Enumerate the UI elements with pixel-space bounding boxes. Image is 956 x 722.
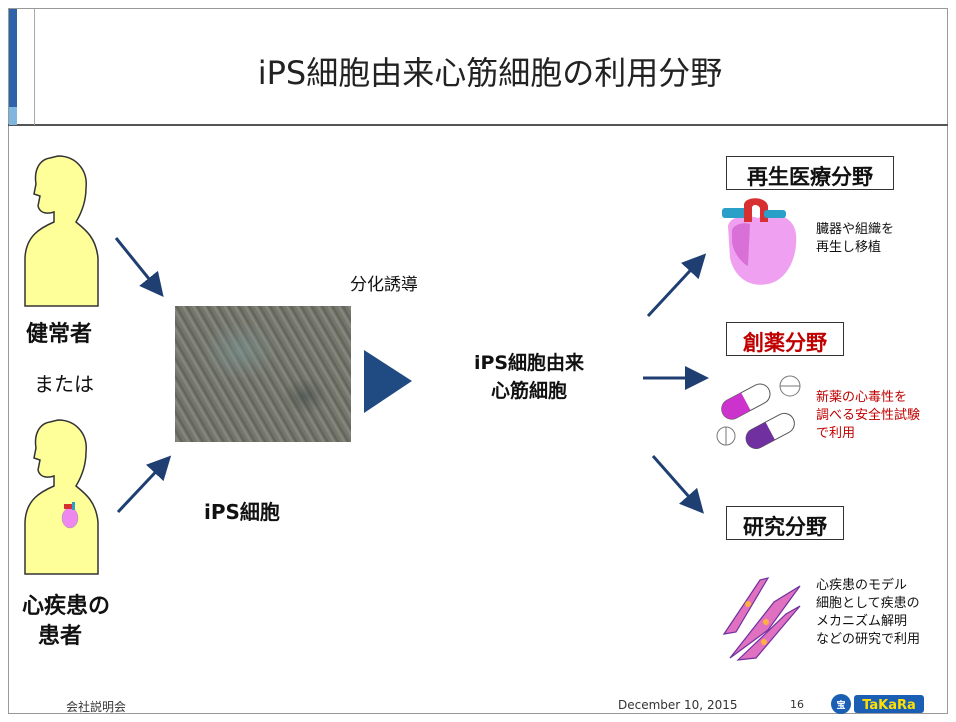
accent-bar-light — [9, 107, 17, 125]
arrow-healthy-to-ips — [114, 237, 164, 298]
drug-desc-line1: 新薬の心毒性を — [816, 390, 908, 405]
arrow-to-regen — [646, 253, 707, 318]
drug-desc-line2: 調べる安全性試験 — [816, 408, 921, 423]
ips-cell-label: iPS細胞 — [204, 500, 280, 524]
slide-frame — [8, 8, 948, 714]
cardio-label-line1: iPS細胞由来 — [473, 352, 585, 374]
patient-label-line2: 患者 — [38, 624, 83, 649]
research-desc-line1: 心疾患のモデル — [816, 578, 908, 593]
takara-logo: 宝 TaKaRa — [831, 694, 924, 714]
regen-field-title: 再生医療分野 — [726, 156, 894, 190]
patient-person-icon — [24, 419, 99, 575]
drug-field-title: 創薬分野 — [726, 322, 844, 356]
arrow-to-research — [651, 455, 704, 514]
research-field-title: 研究分野 — [726, 506, 844, 540]
ips-cell-photo — [175, 306, 351, 442]
regen-desc-line2: 再生し移植 — [816, 240, 882, 255]
healthy-person-icon — [24, 155, 99, 307]
footer-company: 会社説明会 — [66, 700, 127, 714]
regen-desc-line1: 臓器や組織を — [816, 222, 895, 237]
footer-page-number: 16 — [790, 698, 804, 711]
healthy-label: 健常者 — [26, 322, 93, 347]
differentiation-label: 分化誘導 — [350, 275, 418, 295]
drug-desc-line3: で利用 — [816, 426, 856, 441]
footer-date: December 10, 2015 — [618, 698, 738, 712]
differentiation-triangle-icon — [364, 350, 412, 413]
research-desc-line2: 細胞として疾患の — [816, 596, 920, 611]
title-bar — [8, 8, 948, 126]
heart-icon — [722, 198, 797, 285]
patient-label-line1: 心疾患の — [22, 594, 111, 619]
pills-icon — [716, 375, 801, 449]
svg-text:宝: 宝 — [836, 699, 845, 711]
cardio-label-line2: 心筋細胞 — [490, 380, 567, 402]
research-desc-line4: などの研究で利用 — [816, 632, 921, 647]
cardiomyocyte-cells-icon — [722, 577, 801, 661]
arrow-patient-to-ips — [116, 455, 172, 514]
research-desc-line3: メカニズム解明 — [816, 614, 908, 629]
svg-text:TaKaRa: TaKaRa — [862, 698, 916, 713]
slide-title: iPS細胞由来心筋細胞の利用分野 — [257, 54, 723, 92]
accent-bar-dark — [9, 9, 17, 107]
or-label: または — [34, 372, 94, 396]
title-divider — [34, 9, 35, 125]
